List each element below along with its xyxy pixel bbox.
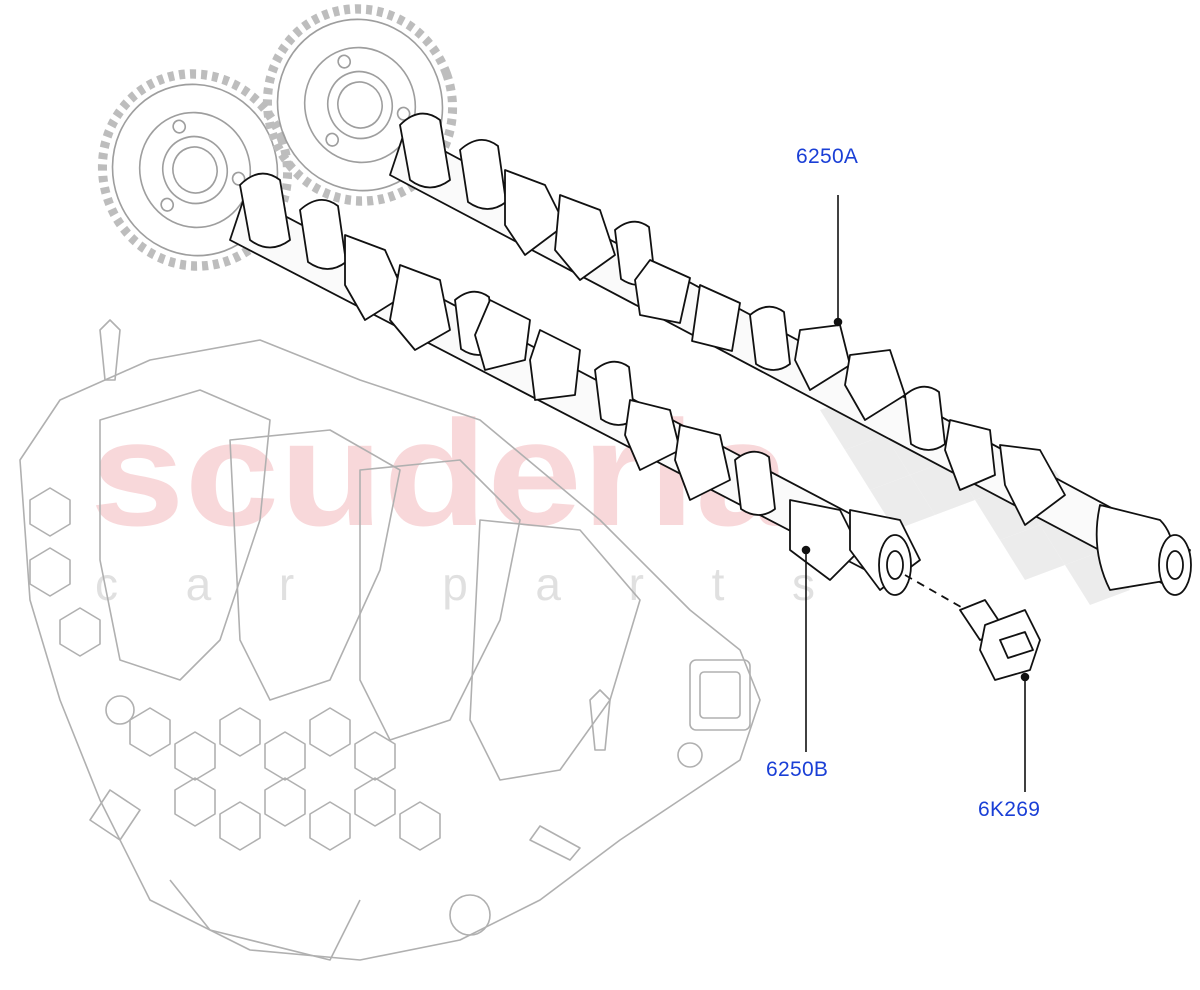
intake-manifold-ghost <box>19 319 761 961</box>
watermark-tagline: car parts <box>95 558 815 610</box>
cam-sprocket-rear <box>97 69 293 271</box>
callout-6K269[interactable]: 6K269 <box>978 798 1041 821</box>
watermark: scuderia car parts <box>90 389 815 610</box>
cam-sprocket-front <box>262 4 458 206</box>
sensor-plug <box>904 574 1041 681</box>
leader-lines <box>801 195 1030 792</box>
callout-6250B[interactable]: 6250B <box>766 758 829 781</box>
callout-6250A[interactable]: 6250A <box>796 145 859 168</box>
watermark-brand: scuderia <box>90 389 792 557</box>
camshaft-lower <box>229 172 921 596</box>
camshaft-upper <box>389 112 1192 596</box>
